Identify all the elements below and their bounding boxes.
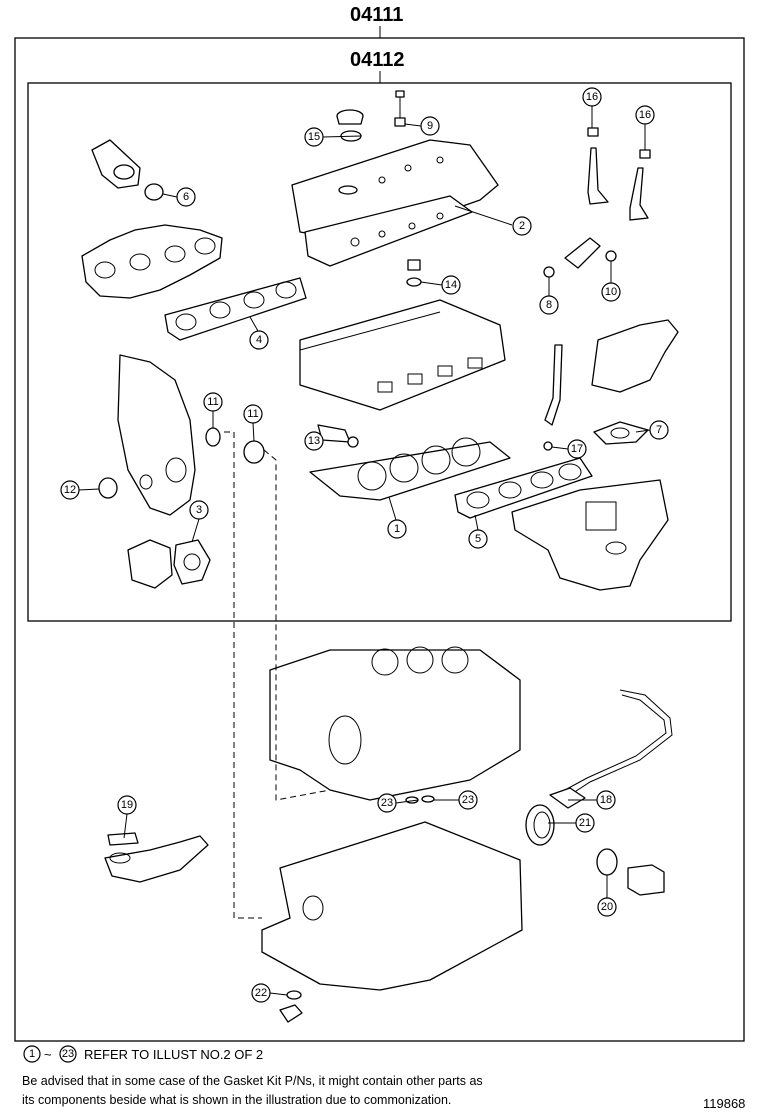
- callout-18: 18: [596, 790, 616, 810]
- callout-10: 10: [601, 282, 621, 302]
- svg-text:23: 23: [62, 1048, 74, 1060]
- head-cover-gasket: [304, 195, 473, 267]
- svg-text:23: 23: [462, 794, 474, 806]
- intake-manifold: [511, 479, 669, 591]
- svg-text:4: 4: [256, 334, 262, 346]
- water-pump: [127, 539, 211, 589]
- svg-text:13: 13: [308, 435, 320, 447]
- svg-text:14: 14: [445, 279, 457, 291]
- svg-text:18: 18: [600, 794, 612, 806]
- intake-manifold-gasket: [454, 457, 593, 519]
- svg-text:19: 19: [121, 799, 133, 811]
- legend-range: 1 ~ 23 REFER TO ILLUST NO.2 OF 2: [23, 1045, 263, 1063]
- exhaust-manifold: [81, 224, 223, 299]
- svg-text:3: 3: [196, 504, 202, 516]
- outer-kit-code: 04111: [350, 4, 403, 26]
- illustration-reference-number: 119868: [703, 1096, 745, 1111]
- callout-15: 15: [304, 127, 324, 147]
- callout-20: 20: [597, 897, 617, 917]
- svg-text:15: 15: [308, 131, 320, 143]
- injector-part: [543, 237, 617, 278]
- valve-exhaust: [629, 149, 651, 221]
- oil-filter: [627, 864, 665, 896]
- timing-chain-cover: [117, 354, 196, 516]
- oil-pan: [261, 821, 523, 991]
- callout-4: 4: [249, 330, 269, 350]
- svg-text:11: 11: [207, 396, 218, 408]
- callout-14: 14: [441, 275, 461, 295]
- inner-kit-code: 04112: [350, 49, 405, 71]
- drain-plug: [279, 990, 303, 1023]
- callout-2: 2: [512, 216, 532, 236]
- svg-text:8: 8: [546, 299, 552, 311]
- callout-6: 6: [176, 187, 196, 207]
- svg-text:10: 10: [605, 286, 617, 298]
- note-line-2: its components beside what is shown in t…: [22, 1093, 451, 1107]
- svg-text:12: 12: [64, 484, 76, 496]
- note-line-1: Be advised that in some case of the Gask…: [22, 1074, 483, 1088]
- legend-text: REFER TO ILLUST NO.2 OF 2: [84, 1047, 263, 1062]
- spark-plug-tube-13: [317, 424, 359, 448]
- valve-intake: [587, 127, 609, 205]
- cylinder-head-gasket: [309, 437, 511, 501]
- svg-text:11: 11: [247, 408, 258, 420]
- callout-13: 13: [304, 431, 324, 451]
- callout-12: 12: [60, 480, 80, 500]
- svg-text:20: 20: [601, 901, 613, 913]
- bolt-9-part: [394, 90, 406, 127]
- svg-text:2: 2: [519, 220, 525, 232]
- svg-text:22: 22: [255, 987, 267, 999]
- callout-1: 1: [387, 519, 407, 539]
- oil-level-gauge-tube: [549, 689, 673, 809]
- callout-11b: 11: [243, 404, 263, 424]
- callout-19: 19: [117, 795, 137, 815]
- callout-17: 17: [567, 439, 587, 459]
- svg-text:16: 16: [639, 109, 651, 121]
- o-ring-23b: [421, 795, 435, 803]
- svg-text:17: 17: [571, 443, 583, 455]
- callout-5: 5: [468, 529, 488, 549]
- cylinder-block: [269, 646, 521, 801]
- svg-text:5: 5: [475, 533, 481, 545]
- outer-kit-frame: [14, 37, 745, 1042]
- oil-seal-20: [596, 848, 618, 876]
- svg-text:16: 16: [586, 91, 598, 103]
- callout-3: 3: [189, 500, 209, 520]
- dipstick-guide: [543, 344, 563, 451]
- callout-23b: 23: [458, 790, 478, 810]
- callout-8: 8: [539, 295, 559, 315]
- svg-text:23: 23: [381, 797, 393, 809]
- o-ring-11b: [243, 440, 265, 464]
- callout-23a: 23: [377, 793, 397, 813]
- pcv-valve-14: [406, 259, 422, 287]
- callout-9: 9: [420, 116, 440, 136]
- callout-11a: 11: [203, 392, 223, 412]
- svg-text:~: ~: [44, 1047, 52, 1062]
- callout-16b: 16: [635, 105, 655, 125]
- svg-text:9: 9: [427, 120, 433, 132]
- exhaust-manifold-gasket: [164, 277, 307, 341]
- inner-kit-frame: [27, 82, 732, 622]
- exhaust-pipe-flange: [91, 139, 164, 201]
- rear-oil-seal: [525, 804, 555, 846]
- svg-text:21: 21: [579, 817, 591, 829]
- oil-seal-12: [98, 477, 118, 499]
- water-outlet-housing: [591, 319, 679, 445]
- svg-text:1: 1: [394, 523, 400, 535]
- svg-text:1: 1: [29, 1048, 35, 1060]
- svg-text:6: 6: [183, 191, 189, 203]
- cylinder-head: [299, 299, 506, 411]
- svg-text:7: 7: [656, 424, 662, 436]
- callout-21: 21: [575, 813, 595, 833]
- callout-22: 22: [251, 983, 271, 1003]
- oil-strainer: [104, 832, 209, 883]
- callout-16a: 16: [582, 87, 602, 107]
- o-ring-11a: [205, 427, 221, 447]
- callout-7: 7: [649, 420, 669, 440]
